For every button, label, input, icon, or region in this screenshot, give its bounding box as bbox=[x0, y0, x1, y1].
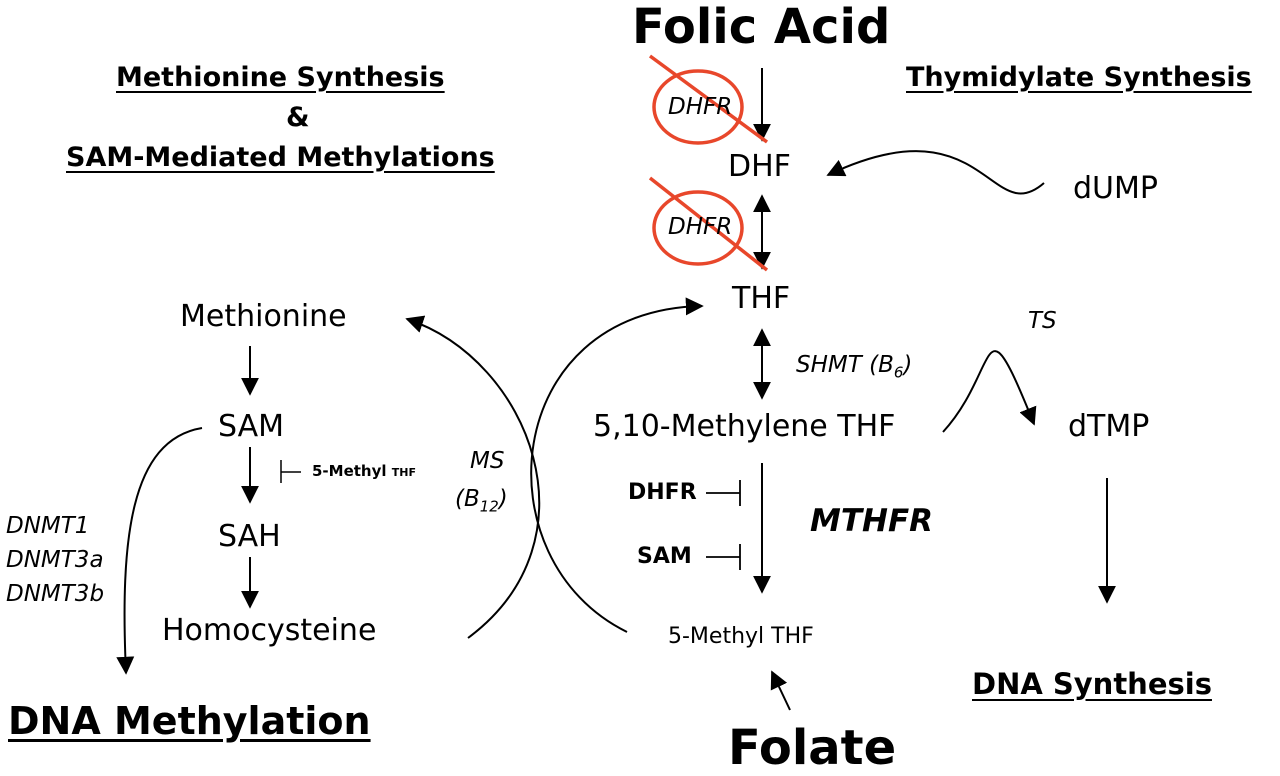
enzyme-dhfr-lower: DHFR bbox=[668, 214, 733, 240]
node-methylene-thf: 5,10-Methylene THF bbox=[593, 409, 896, 444]
inhibitor-label-methyl-thf: 5-Methyl THF bbox=[312, 464, 416, 479]
enzyme-ms-cofactor-close: ) bbox=[498, 486, 508, 512]
node-dump: dUMP bbox=[1073, 171, 1158, 206]
dhfr-inhibition-mark-lower bbox=[648, 176, 769, 272]
enzyme-dnmt3b: DNMT3b bbox=[6, 581, 105, 607]
inhibitor-bar-methyl-thf bbox=[280, 460, 301, 483]
inhibitor-label-methyl-thf-small: THF bbox=[391, 466, 416, 479]
inhibitor-bar-sam bbox=[706, 544, 741, 570]
arrow-methylene-to-dtmp bbox=[942, 350, 1037, 433]
node-dtmp: dTMP bbox=[1068, 409, 1150, 444]
heading-methionine-synthesis: Methionine Synthesis bbox=[116, 62, 445, 93]
enzyme-ts: TS bbox=[1028, 308, 1057, 334]
arrow-methyl-thf-to-thf bbox=[530, 297, 704, 633]
enzyme-dnmt3a: DNMT3a bbox=[6, 547, 104, 573]
node-methionine: Methionine bbox=[180, 299, 347, 334]
enzyme-ms-cofactor-sub: 12 bbox=[479, 497, 499, 516]
enzyme-shmt-close: ) bbox=[903, 352, 913, 378]
enzyme-dhfr-upper: DHFR bbox=[668, 94, 733, 120]
enzyme-shmt-label: SHMT (B bbox=[796, 352, 894, 378]
arrow-sam-to-dna-methylation bbox=[116, 427, 203, 675]
arrow-folate-to-methyl-thf bbox=[770, 670, 791, 711]
enzyme-ms-cofactor-open: (B bbox=[455, 486, 480, 512]
heading-thymidylate-synthesis: Thymidylate Synthesis bbox=[906, 62, 1252, 93]
heading-ampersand: & bbox=[286, 102, 310, 133]
node-thf: THF bbox=[732, 281, 791, 316]
title-folic-acid: Folic Acid bbox=[632, 0, 891, 55]
enzyme-shmt: SHMT (B6) bbox=[796, 354, 912, 381]
dhfr-inhibition-mark-upper bbox=[648, 54, 769, 145]
node-methyl-thf: 5-Methyl THF bbox=[668, 624, 814, 649]
title-dna-synthesis: DNA Synthesis bbox=[972, 667, 1212, 701]
enzyme-mthfr: MTHFR bbox=[810, 503, 933, 539]
node-sah: SAH bbox=[218, 519, 281, 554]
node-homocysteine: Homocysteine bbox=[162, 613, 377, 648]
enzyme-dnmt1: DNMT1 bbox=[6, 513, 90, 539]
heading-sam-mediated-methylations: SAM-Mediated Methylations bbox=[66, 142, 495, 173]
enzyme-ms: MS bbox=[470, 448, 505, 474]
enzyme-ms-cofactor: (B12) bbox=[455, 488, 508, 515]
arrow-dump-to-dhf bbox=[826, 150, 1045, 195]
inhibitor-label-methyl-thf-main: 5-Methyl bbox=[312, 462, 387, 480]
enzyme-shmt-sub: 6 bbox=[893, 363, 904, 382]
node-dhf: DHF bbox=[728, 149, 791, 184]
title-folate: Folate bbox=[728, 720, 897, 776]
node-sam: SAM bbox=[218, 409, 285, 444]
arrow-homocysteine-to-methionine bbox=[405, 315, 541, 639]
inhibitor-label-dhfr: DHFR bbox=[628, 480, 697, 505]
title-dna-methylation: DNA Methylation bbox=[8, 699, 371, 743]
inhibitor-bar-dhfr bbox=[706, 480, 741, 506]
inhibitor-label-sam: SAM bbox=[637, 544, 692, 569]
